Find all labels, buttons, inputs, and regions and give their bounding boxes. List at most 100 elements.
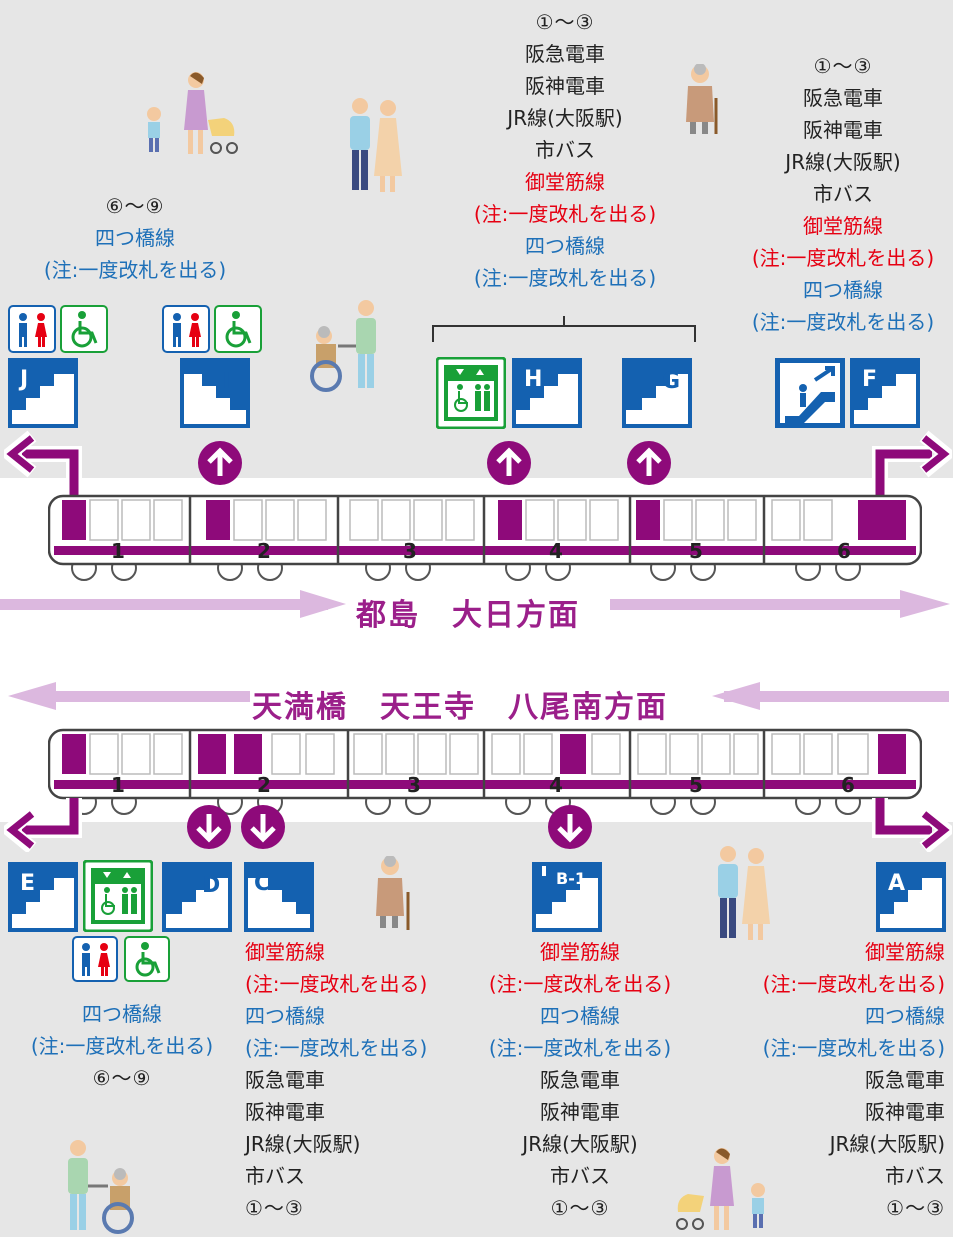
- line-name: 四つ橋線: [540, 1004, 620, 1028]
- line-name: JR線(大阪駅): [522, 1132, 638, 1156]
- line-name: 阪神電車: [540, 1100, 620, 1124]
- train-lower: 1 2 3 4 5 6: [48, 728, 922, 815]
- elevator-icon[interactable]: [436, 357, 506, 429]
- car-number: 5: [689, 773, 703, 797]
- exit-d-sign[interactable]: D: [162, 862, 232, 932]
- down-arrow-icon: [548, 805, 592, 849]
- exit-letter: H: [524, 367, 542, 392]
- exit-b1-sign[interactable]: B-1: [532, 862, 602, 932]
- line-note: (注:一度改札を出る): [43, 258, 227, 282]
- lower-platform-area: [0, 822, 953, 1237]
- line-name: 阪神電車: [803, 118, 883, 142]
- restroom-icon: [8, 305, 56, 353]
- info-upper-center: ①～③ 阪急電車 阪神電車 JR線(大阪駅) 市バス 御堂筋線 (注:一度改札を…: [420, 6, 710, 294]
- info-upper-left: ⑥～⑨ 四つ橋線 (注:一度改札を出る): [10, 190, 260, 286]
- line-note: (注:一度改札を出る): [488, 1036, 672, 1060]
- line-note: (注:一度改札を出る): [245, 1036, 428, 1060]
- line-note: (注:一度改札を出る): [751, 310, 935, 334]
- line-note: (注:一度改札を出る): [488, 972, 672, 996]
- couple-illustration: [718, 846, 770, 940]
- wheelchair-caregiver-illustration: [310, 300, 376, 392]
- car-number: 1: [111, 539, 125, 563]
- group-bracket: [432, 316, 696, 342]
- exit-i-sign[interactable]: I: [180, 358, 250, 428]
- line-name: 阪急電車: [540, 1068, 620, 1092]
- line-note: (注:一度改札を出る): [30, 1034, 214, 1058]
- exit-a-sign[interactable]: A: [876, 862, 946, 932]
- family-stroller-illustration: [147, 72, 238, 154]
- line-name: 四つ橋線: [525, 234, 605, 258]
- up-arrow-icon: [198, 441, 242, 485]
- up-arrow-icon: [627, 441, 671, 485]
- line-name: 阪神電車: [865, 1100, 945, 1124]
- wheelchair-caregiver-illustration: [68, 1140, 134, 1234]
- direction-arrow-right: [0, 590, 950, 618]
- line-name: 阪急電車: [525, 42, 605, 66]
- exit-h-sign[interactable]: H: [512, 358, 582, 428]
- line-name: 市バス: [245, 1164, 305, 1188]
- turn-right-arrow-icon: [872, 798, 952, 852]
- exit-letter: B-1: [556, 869, 586, 888]
- family-stroller-illustration: [676, 1148, 765, 1230]
- line-name: 御堂筋線: [245, 940, 325, 964]
- info-lower-a: 御堂筋線 (注:一度改札を出る) 四つ橋線 (注:一度改札を出る) 阪急電車 阪…: [700, 936, 945, 1224]
- line-name: JR線(大阪駅): [829, 1132, 945, 1156]
- exit-f-sign[interactable]: F: [850, 358, 920, 428]
- line-name: 市バス: [885, 1164, 945, 1188]
- exit-letter: J: [18, 367, 28, 392]
- accessible-icon: [214, 305, 262, 353]
- info-lower-b1: 御堂筋線 (注:一度改札を出る) 四つ橋線 (注:一度改札を出る) 阪急電車 阪…: [460, 936, 700, 1224]
- range-label: ①～③: [535, 10, 595, 34]
- exit-letter: C: [254, 871, 270, 896]
- range-label: ①～③: [813, 54, 873, 78]
- info-lower-left: 四つ橋線 (注:一度改札を出る) ⑥～⑨: [2, 998, 242, 1094]
- accessible-icon: [124, 936, 170, 982]
- direction-arrow-left: [8, 682, 949, 710]
- elevator-icon[interactable]: [83, 860, 153, 932]
- line-name: JR線(大阪駅): [245, 1132, 361, 1156]
- turn-left-arrow-icon: [4, 430, 82, 496]
- range-label: ⑥～⑨: [92, 1066, 152, 1090]
- car-number: 4: [549, 539, 563, 563]
- train-upper: 1 2 3 4 5 6: [48, 494, 922, 581]
- info-upper-right: ①～③ 阪急電車 阪神電車 JR線(大阪駅) 市バス 御堂筋線 (注:一度改札を…: [718, 50, 953, 338]
- car-number: 5: [689, 539, 703, 563]
- line-name: 四つ橋線: [803, 278, 883, 302]
- line-name: 阪急電車: [803, 86, 883, 110]
- car-number: 1: [111, 773, 125, 797]
- line-name: 市バス: [813, 182, 873, 206]
- range-label: ⑥～⑨: [105, 194, 165, 218]
- line-name: 御堂筋線: [803, 214, 883, 238]
- car-number: 6: [837, 539, 851, 563]
- exit-letter: D: [202, 873, 220, 898]
- exit-letter: I: [222, 369, 230, 394]
- line-name: 阪神電車: [525, 74, 605, 98]
- line-name: 阪急電車: [865, 1068, 945, 1092]
- couple-illustration: [350, 98, 402, 192]
- accessible-icon: [60, 305, 108, 353]
- line-note: (注:一度改札を出る): [473, 202, 657, 226]
- exit-g-sign[interactable]: G: [622, 358, 692, 428]
- exit-e-sign[interactable]: E: [8, 862, 78, 932]
- elderly-woman-cane-illustration: [376, 856, 410, 930]
- turn-right-arrow-icon: [872, 430, 952, 496]
- line-note: (注:一度改札を出る): [762, 1036, 945, 1060]
- line-name: JR線(大阪駅): [507, 106, 623, 130]
- up-arrow-icon: [487, 441, 531, 485]
- range-label: ①～③: [886, 1196, 945, 1220]
- escalator-icon[interactable]: [775, 358, 845, 428]
- line-name: 四つ橋線: [95, 226, 175, 250]
- line-note: (注:一度改札を出る): [762, 972, 945, 996]
- line-name: 四つ橋線: [82, 1002, 162, 1026]
- car-number: 3: [403, 539, 417, 563]
- line-note: (注:一度改札を出る): [751, 246, 935, 270]
- exit-letter: E: [20, 871, 35, 896]
- direction-label-lower: 天満橋 天王寺 八尾南方面: [252, 690, 668, 725]
- car-number: 6: [841, 773, 855, 797]
- exit-j-sign[interactable]: J: [8, 358, 78, 428]
- down-arrow-icon: [241, 805, 285, 849]
- exit-letter: G: [662, 369, 680, 394]
- exit-c-sign[interactable]: C: [244, 862, 314, 932]
- line-name: 阪神電車: [245, 1100, 325, 1124]
- line-name: 四つ橋線: [865, 1004, 945, 1028]
